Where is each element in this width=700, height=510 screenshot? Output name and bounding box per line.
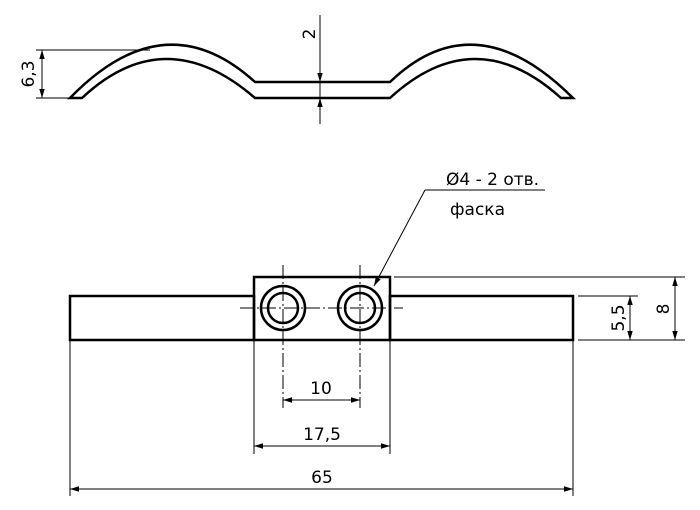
- side-profile: [67, 43, 577, 100]
- hole-spacing-label: 10: [310, 379, 332, 399]
- total-length-label: 65: [311, 468, 333, 488]
- plan-view: [68, 265, 575, 408]
- arch-height-dimension: 6,3: [19, 49, 150, 99]
- chamfer-note: фаска: [450, 200, 505, 220]
- block-height-label: 8: [654, 304, 674, 315]
- hole-callout: Ø4 - 2 отв. фаска: [373, 170, 545, 287]
- arch-height-label: 6,3: [19, 60, 39, 87]
- strip-height-label: 5,5: [609, 304, 629, 331]
- block-width-dimension: 17,5: [253, 340, 391, 454]
- block-height-dimension: 8: [394, 276, 685, 340]
- hole-spacing-dimension: 10: [283, 379, 360, 403]
- hole-left: [259, 284, 307, 332]
- thickness-dimension: 2: [300, 15, 323, 124]
- block-width-label: 17,5: [303, 425, 341, 445]
- strip-height-dimension: 5,5: [578, 295, 685, 341]
- thickness-label: 2: [300, 29, 320, 40]
- total-length-dimension: 65: [69, 340, 574, 496]
- hole-note: Ø4 - 2 отв.: [446, 170, 539, 190]
